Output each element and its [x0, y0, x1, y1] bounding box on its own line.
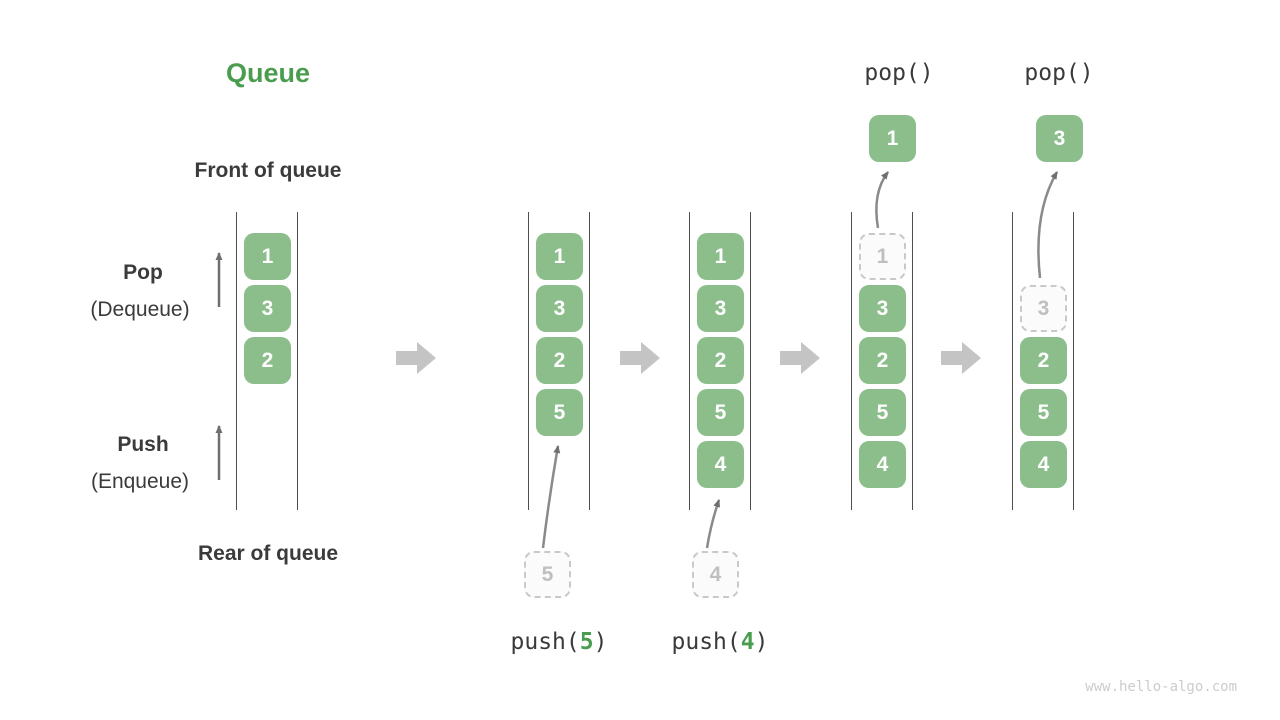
queue-cell: 4 [697, 441, 744, 488]
push-fn-text: push( [510, 629, 580, 655]
push-operation-label-2: push(4) [650, 629, 790, 655]
queue-cell: 2 [697, 337, 744, 384]
push-fn-text: push( [671, 629, 741, 655]
pop-operation-label-1: pop() [864, 60, 934, 86]
diagram-title: Queue [225, 58, 311, 88]
queue-cell: 5 [859, 389, 906, 436]
queue-cell: 2 [536, 337, 583, 384]
queue-cell-dashed: 1 [859, 233, 906, 280]
queue-state-1: 1 3 2 [236, 212, 298, 510]
queue-cell: 5 [697, 389, 744, 436]
push-close-text: ) [754, 629, 769, 655]
queue-cell: 3 [859, 285, 906, 332]
rear-of-queue-label: Rear of queue [197, 542, 339, 565]
queue-cell: 5 [536, 389, 583, 436]
pop-label: Pop [123, 261, 163, 284]
block-arrow-icon [780, 342, 820, 374]
push-arg-text: 4 [740, 629, 755, 655]
queue-cell: 5 [1020, 389, 1067, 436]
push-arg-text: 5 [579, 629, 594, 655]
queue-cell: 1 [244, 233, 291, 280]
queue-state-3: 1 3 2 5 4 [689, 212, 751, 510]
block-arrow-icon [396, 342, 436, 374]
queue-cell: 2 [859, 337, 906, 384]
queue-state-5: 3 2 5 4 [1012, 212, 1074, 510]
dequeue-label: (Dequeue) [90, 298, 190, 321]
queue-cell: 4 [1020, 441, 1067, 488]
queue-cell: 3 [536, 285, 583, 332]
queue-cell: 3 [244, 285, 291, 332]
queue-cell-dashed: 3 [1020, 285, 1067, 332]
staged-push-box-1: 5 [524, 551, 571, 598]
queue-cell: 1 [536, 233, 583, 280]
enqueue-label: (Enqueue) [90, 470, 190, 493]
push-close-text: ) [593, 629, 608, 655]
popped-value-box-1: 1 [869, 115, 916, 162]
push-operation-label-1: push(5) [489, 629, 629, 655]
pop-operation-label-2: pop() [1024, 60, 1094, 86]
queue-cell: 3 [697, 285, 744, 332]
block-arrow-icon [941, 342, 981, 374]
watermark: www.hello-algo.com [1085, 679, 1237, 695]
queue-cell: 1 [697, 233, 744, 280]
queue-state-2: 1 3 2 5 [528, 212, 590, 510]
push-label: Push [117, 433, 169, 456]
block-arrow-icon [620, 342, 660, 374]
front-of-queue-label: Front of queue [194, 159, 342, 182]
queue-cell: 4 [859, 441, 906, 488]
queue-cell: 2 [1020, 337, 1067, 384]
popped-value-box-2: 3 [1036, 115, 1083, 162]
staged-push-box-2: 4 [692, 551, 739, 598]
queue-state-4: 1 3 2 5 4 [851, 212, 913, 510]
queue-cell: 2 [244, 337, 291, 384]
